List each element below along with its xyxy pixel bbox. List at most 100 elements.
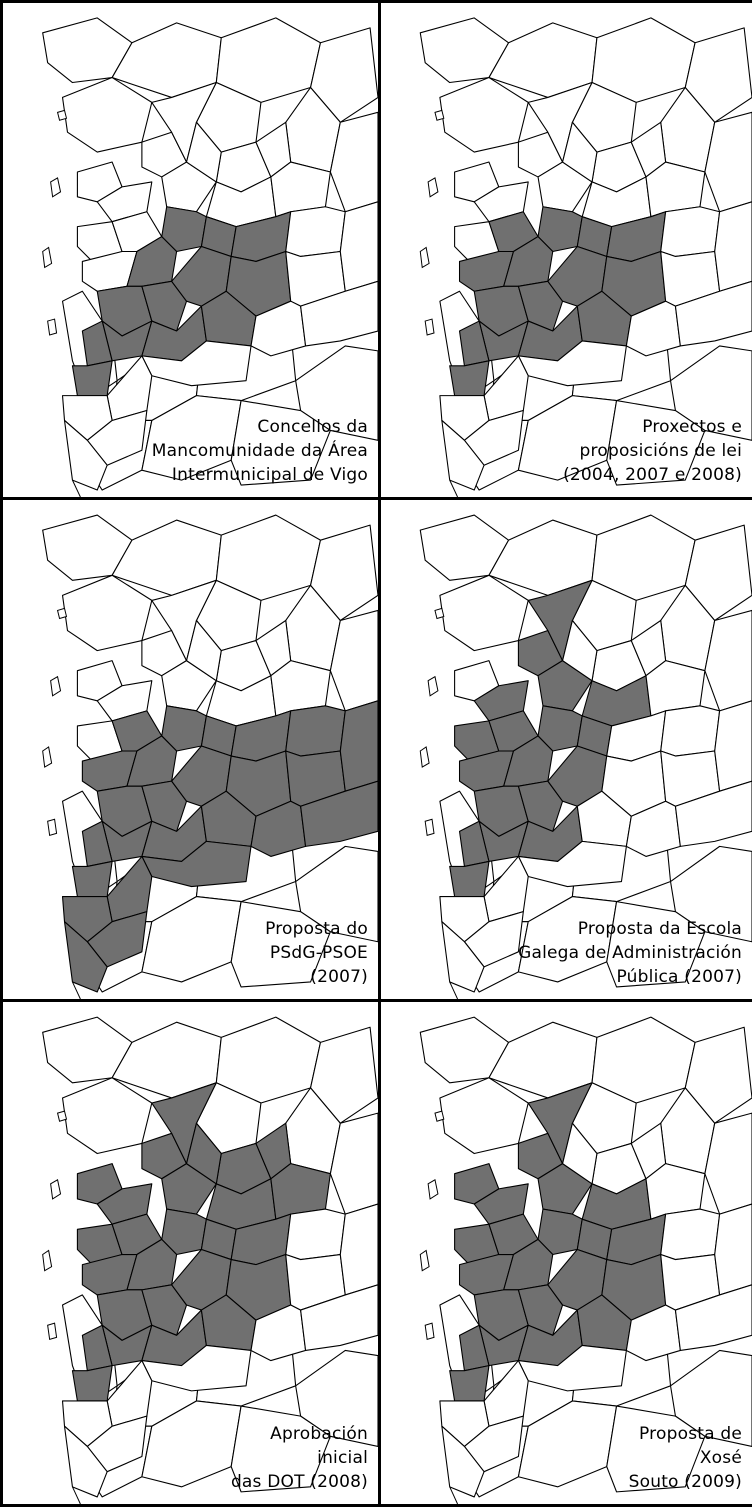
island-1 (427, 1178, 439, 1200)
panel-psdg: Proposta do PSdG-PSOE (2007) (0, 500, 381, 1002)
municipality-neves (339, 700, 378, 792)
island-0 (56, 109, 68, 121)
municipality-tui (517, 1344, 627, 1392)
municipality-barro (185, 121, 222, 183)
municipality-marin (473, 680, 529, 722)
caption-line: Souto (2009) (628, 1472, 742, 1492)
municipality-marin (96, 680, 153, 722)
municipality-barro (185, 619, 222, 682)
municipality-covelo (660, 1208, 721, 1261)
municipality-baiona (449, 1365, 490, 1402)
panel-souto: Proposta de Xosé Souto (2009) (381, 1002, 752, 1507)
municipality-mos (517, 1284, 564, 1336)
island-0 (434, 109, 445, 121)
island-1 (427, 675, 439, 697)
panel-caption: Proxectos e proposicións de lei (2004, 2… (563, 415, 742, 487)
municipality-n15 (606, 901, 706, 988)
municipality-covelo (660, 705, 721, 757)
municipality-n15 (606, 1405, 706, 1493)
municipality-covelo (285, 206, 346, 258)
coastline (71, 1486, 81, 1504)
municipality-n4 (684, 524, 752, 622)
municipality-mos (141, 780, 188, 832)
coastline (449, 981, 458, 999)
municipality-map (42, 17, 378, 497)
island-2 (42, 746, 53, 768)
panel-caption: Concellos da Mancomunidade da Área Inter… (152, 415, 368, 487)
municipality-crecente (674, 780, 752, 847)
municipality-tui (141, 840, 252, 888)
island-1 (50, 675, 62, 697)
municipality-n4 (309, 1026, 378, 1124)
municipality-marin (473, 181, 529, 223)
municipality-guarda (441, 1425, 485, 1498)
caption-line: proposicións de lei (579, 441, 742, 461)
municipality-barro (562, 121, 598, 183)
municipality-neves (339, 201, 378, 292)
municipality-baiona (449, 860, 490, 898)
municipality-map (419, 1016, 752, 1504)
caption-line: Proposta da Escola (577, 919, 742, 939)
panel-mancomunidade: Concellos da Mancomunidade da Área Inter… (0, 0, 381, 500)
municipality-n15 (230, 1405, 331, 1493)
municipality-tui (141, 340, 252, 387)
caption-line: (2007) (310, 967, 368, 987)
municipality-n5 (439, 1077, 529, 1155)
caption-line: Concellos da (257, 417, 368, 437)
municipality-vilaboa (161, 161, 217, 213)
panel-caption: Proposta da Escola Galega de Administrac… (518, 917, 742, 989)
municipality-mos (517, 780, 564, 832)
municipality-map (419, 17, 752, 497)
municipality-neves (714, 1203, 752, 1296)
municipalities (42, 1016, 378, 1498)
municipality-map (42, 514, 378, 999)
municipalities (419, 17, 752, 491)
municipality-n4 (309, 27, 378, 123)
caption-line: Proxectos e (642, 417, 742, 437)
panel-egap: Proposta da Escola Galega de Administrac… (381, 500, 752, 1002)
municipality-n5 (61, 1077, 153, 1155)
coastline (71, 479, 81, 497)
island-1 (50, 177, 62, 198)
municipality-tui (141, 1344, 252, 1392)
caption-line: PSdG-PSOE (269, 943, 368, 963)
caption-line: inicial (317, 1448, 368, 1468)
municipality-n15 (230, 400, 331, 486)
municipality-guarda (441, 419, 485, 491)
municipality-crecente (300, 280, 378, 347)
island-2 (419, 246, 430, 269)
island-1 (427, 177, 439, 198)
island-3 (47, 1322, 58, 1341)
municipality-vilaboa (161, 660, 217, 712)
municipality-crecente (674, 280, 752, 347)
municipality-marin (96, 1183, 153, 1225)
panel-caption: Proposta de Xosé Souto (2009) (629, 1422, 742, 1494)
municipality-tui (517, 840, 627, 888)
municipality-n5 (61, 77, 153, 153)
municipality-neves (339, 1203, 378, 1296)
island-3 (47, 818, 58, 836)
municipality-n4 (684, 27, 752, 123)
municipality-barro (185, 1122, 222, 1185)
municipality-n5 (61, 574, 153, 652)
municipality-n15 (230, 901, 331, 988)
panel-proxectos: Proxectos e proposicións de lei (2004, 2… (381, 0, 752, 500)
municipality-crecente (300, 780, 378, 847)
municipality-crecente (300, 1284, 378, 1352)
municipality-baiona (71, 360, 113, 397)
island-3 (424, 818, 435, 836)
municipality-marin (473, 1183, 529, 1225)
municipality-crecente (674, 1284, 752, 1352)
island-2 (42, 246, 53, 269)
municipalities (42, 17, 378, 491)
municipality-neves (714, 201, 752, 292)
coastline (449, 1486, 458, 1504)
caption-line: Aprobación (270, 1424, 368, 1444)
caption-line: Proposta de (639, 1424, 742, 1444)
caption-line: Galega de Administración (518, 943, 742, 963)
municipality-vilaboa (161, 1163, 217, 1215)
municipality-vilaboa (537, 161, 593, 213)
municipality-mos (517, 280, 564, 332)
municipalities (42, 514, 378, 993)
panel-caption: Proposta do PSdG-PSOE (2007) (265, 917, 368, 989)
